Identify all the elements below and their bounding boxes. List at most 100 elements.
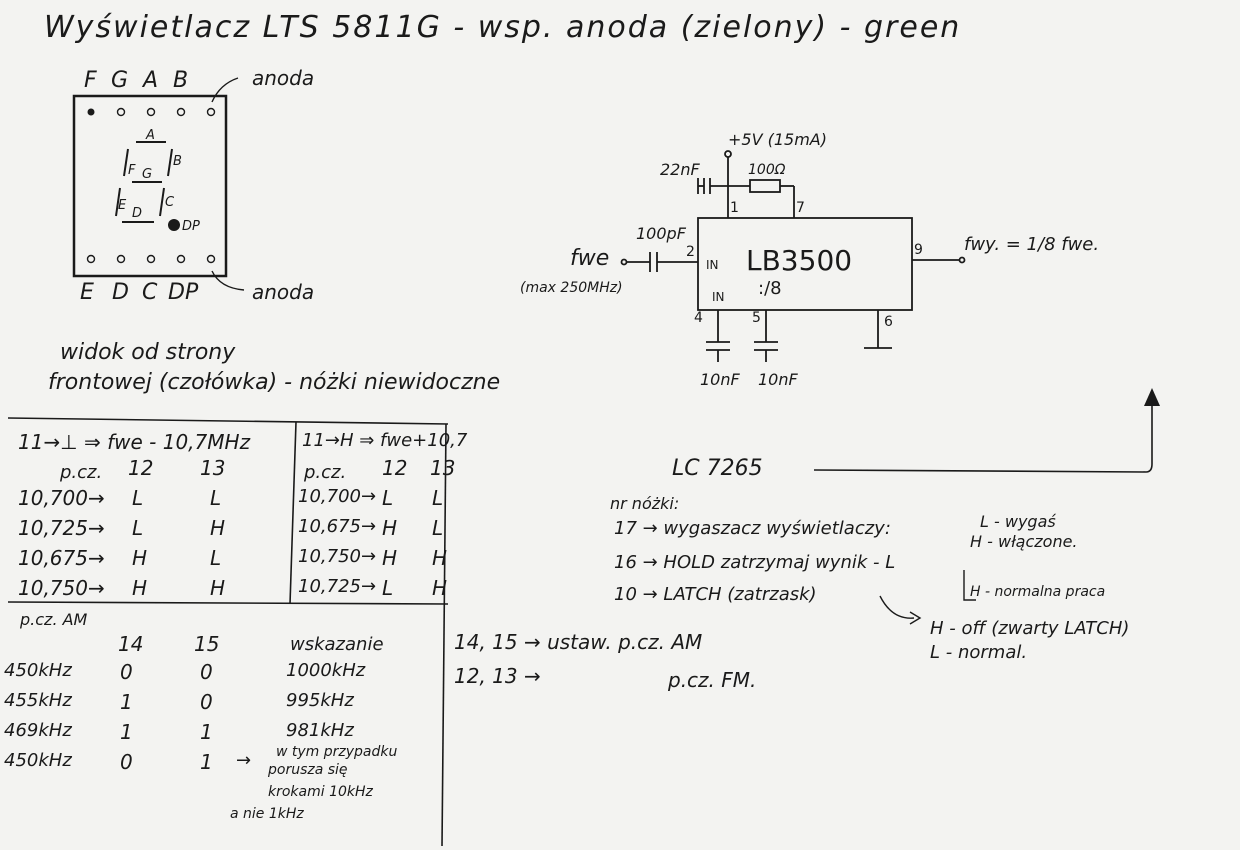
fm-right-pin13: L [432, 486, 444, 510]
segment-label: B [173, 154, 182, 169]
segment-label: D [132, 206, 142, 221]
segment-label: C [165, 195, 175, 210]
segment-label: G [142, 167, 152, 182]
am-freq: 455kHz [4, 690, 72, 711]
am-indication: 981kHz [286, 720, 354, 741]
fm-right-col-label: p.cz. [304, 462, 347, 483]
output-label: fwy. = 1/8 fwe. [964, 234, 1100, 255]
pin-hole [206, 107, 216, 117]
caption-line-2: frontowej (czołówka) - nóżki niewidoczne [48, 370, 501, 395]
cap10-label: 10nF [758, 370, 798, 389]
supply-label: +5V (15mA) [728, 130, 827, 149]
fm-left-pin12: H [132, 576, 148, 600]
fm-right-pin12: H [382, 516, 398, 540]
am-pin15: 1 [200, 720, 213, 744]
lb3500-chip-name: LB3500 [746, 244, 853, 277]
fm-right-pin13: H [432, 576, 448, 600]
pin-number: 1 [730, 200, 739, 216]
lc-set-fm-value: p.cz. FM. [668, 668, 757, 692]
lc-set-fm: 12, 13 → [454, 664, 541, 688]
display-pin-label: E [80, 280, 94, 305]
fm-right-col12: 12 [382, 456, 408, 480]
fm-right-freq: 10,725→ [298, 576, 377, 597]
lc-pin10: 10 → LATCH (zatrzask) [614, 584, 817, 605]
fm-left-freq: 10,750→ [18, 576, 105, 600]
fwe-input-label: fwe [570, 246, 610, 271]
display-pin-label: A [143, 68, 159, 93]
fm-right-col13: 13 [430, 456, 456, 480]
chip-divider-label: :/8 [758, 278, 782, 299]
segment-label: E [118, 198, 127, 213]
display-pin-label: B [173, 68, 189, 93]
output-terminal [958, 256, 966, 264]
pin-hole [116, 254, 126, 264]
am-indication: → [236, 750, 252, 771]
display-pin-label: DP [168, 280, 199, 305]
lc-arrow [813, 388, 1160, 473]
segment-label: F [128, 163, 136, 178]
table-mid-rule [7, 601, 449, 605]
res100-label: 100Ω [748, 162, 786, 178]
hold-bracket [963, 570, 976, 601]
fwe-max-label: (max 250MHz) [520, 280, 623, 296]
pin-number: 4 [694, 310, 703, 326]
lc-pins-header: nr nóżki: [610, 494, 680, 513]
arrow-head-icon [1144, 388, 1160, 406]
pin-hole [116, 107, 126, 117]
am-pin15: 1 [200, 750, 213, 774]
pin-number: 5 [752, 310, 761, 326]
display-drawing: A F G B E D C DP [72, 77, 245, 291]
caption-line-1: widok od strony [60, 340, 236, 365]
page-title: Wyświetlacz LTS 5811G - wsp. anoda (ziel… [44, 10, 962, 45]
am-pin14: 1 [120, 690, 133, 714]
am-indication: 1000kHz [286, 660, 366, 681]
display-pin-label: F [84, 68, 97, 93]
pin-hole [146, 107, 156, 117]
pin-number: 9 [914, 242, 923, 258]
latch-arrow-line [879, 595, 915, 619]
lc7265-title: LC 7265 [672, 456, 763, 481]
segment-label: A [145, 128, 155, 143]
input-terminal [620, 258, 628, 266]
pin-hole [206, 254, 216, 264]
am-freq: 450kHz [4, 750, 72, 771]
fm-left-pin13: H [210, 576, 226, 600]
fm-left-col13: 13 [200, 456, 226, 480]
lc-to-circuit-arrow-line [813, 398, 1153, 473]
am-pin15: 0 [200, 660, 213, 684]
am-note-4: a nie 1kHz [230, 806, 304, 822]
am-note-2: porusza się [268, 762, 348, 778]
table-divider [289, 421, 297, 605]
anode-label-bottom: anoda [252, 280, 315, 304]
fm-left-freq: 10,725→ [18, 516, 105, 540]
am-note-1: w tym przypadku [276, 744, 398, 760]
fm-right-pin13: L [432, 516, 444, 540]
display-pin-label: C [142, 280, 158, 305]
pin-in-label: IN [712, 290, 725, 304]
fm-left-pin12: L [132, 486, 144, 510]
lc-pin17: 17 → wygaszacz wyświetlaczy: [614, 518, 891, 539]
fm-right-freq: 10,700→ [298, 486, 377, 507]
bottom-pin-holes [86, 254, 216, 264]
fm-right-pin12: L [382, 576, 394, 600]
am-pin14: 1 [120, 720, 133, 744]
lc-pin17-h: H - włączone. [970, 532, 1078, 551]
fm-right-pin12: H [382, 546, 398, 570]
fm-left-pin13: L [210, 486, 222, 510]
resistor-100-body [749, 179, 781, 193]
lc-pin17-l: L - wygaś [980, 512, 1056, 531]
am-pin14: 0 [120, 750, 133, 774]
decimal-point-dot [168, 219, 180, 231]
lc-pin10-l: L - normal. [930, 642, 1028, 663]
pin-number: 7 [796, 200, 805, 216]
am-label: p.cz. AM [20, 610, 88, 629]
am-indication: 995kHz [286, 690, 354, 711]
fm-left-pin12: L [132, 516, 144, 540]
fm-left-pin13: L [210, 546, 222, 570]
lc-connectors [879, 570, 976, 625]
lc-pin16-h: H - normalna praca [970, 584, 1106, 600]
display-body [72, 94, 228, 278]
top-pin-holes [87, 107, 216, 117]
anode-leader-top [211, 77, 239, 103]
